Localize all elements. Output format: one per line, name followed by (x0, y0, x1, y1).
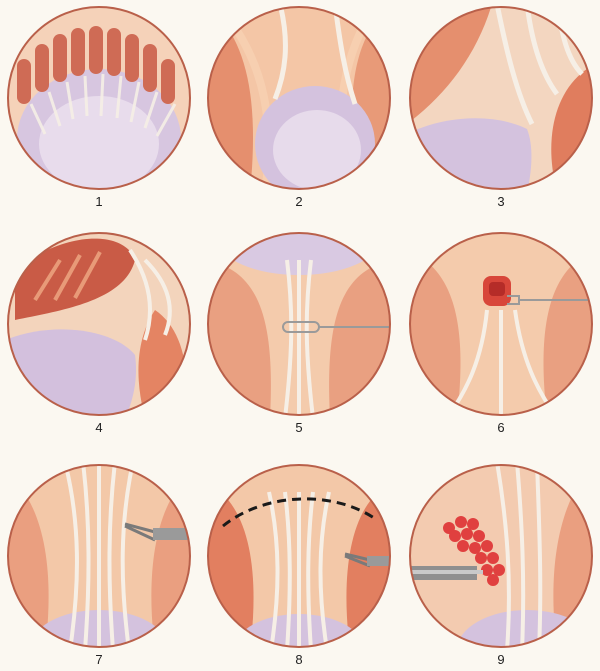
forceps-icon (410, 566, 483, 580)
panel-5: 5 (202, 228, 396, 438)
panel-4: 4 (2, 228, 196, 438)
panel-5-label: 5 (295, 420, 303, 435)
panel-9-label: 9 (497, 652, 505, 667)
panel-9: 9 (404, 460, 598, 670)
panel-1-illustration (7, 6, 191, 190)
panel-8-illustration (207, 464, 391, 648)
hook-icon (507, 295, 592, 305)
forceps-icon (124, 522, 190, 542)
panel-1: 1 (2, 2, 196, 212)
panel-6: 6 (404, 228, 598, 438)
incision-line (222, 497, 378, 528)
panel-7-illustration (7, 464, 191, 648)
panel-8: 8 (202, 460, 396, 670)
panel-7-label: 7 (95, 652, 103, 667)
panel-6-label: 6 (497, 420, 505, 435)
panel-3-label: 3 (497, 194, 505, 209)
panel-2: 2 (202, 2, 396, 212)
panel-4-illustration (7, 232, 191, 416)
panel-6-illustration (409, 232, 593, 416)
panel-9-illustration (409, 464, 593, 648)
panel-1-label: 1 (95, 194, 103, 209)
clot-cluster (443, 516, 505, 586)
panel-5-illustration (207, 232, 391, 416)
panel-4-label: 4 (95, 420, 103, 435)
panel-2-illustration (207, 6, 391, 190)
panel-3-illustration (409, 6, 593, 190)
panel-3: 3 (404, 2, 598, 212)
panel-7: 7 (2, 460, 196, 670)
panel-2-label: 2 (295, 194, 303, 209)
forceps-icon (344, 552, 390, 568)
probe-icon (282, 321, 390, 333)
panel-8-label: 8 (295, 652, 303, 667)
